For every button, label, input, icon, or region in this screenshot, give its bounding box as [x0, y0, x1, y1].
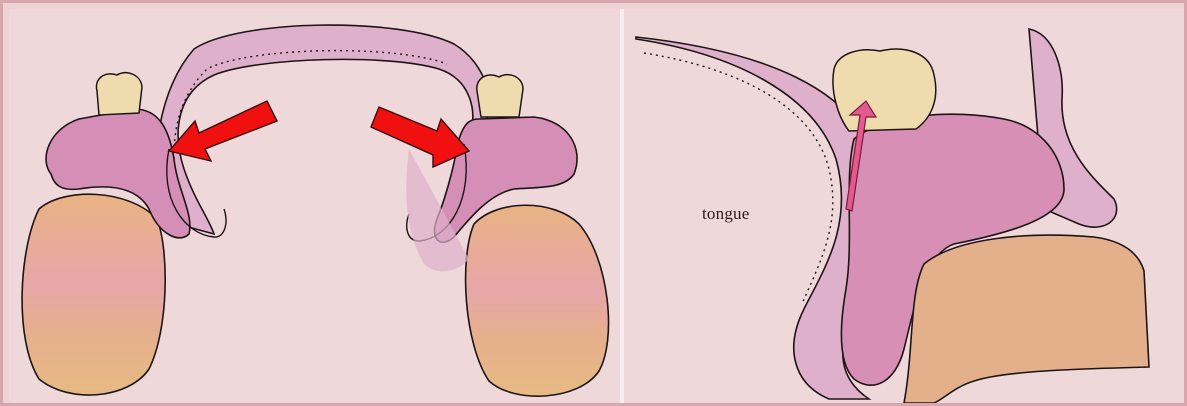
right-panel: tongue [624, 9, 1184, 403]
left-tooth [96, 73, 142, 115]
left-panel [9, 9, 620, 403]
left-bone [22, 194, 165, 395]
mandible-bone [904, 235, 1149, 403]
right-red-arrow [371, 107, 469, 167]
tooth [833, 49, 936, 131]
left-red-arrow [169, 101, 277, 161]
right-tooth [477, 75, 523, 117]
right-bone [466, 205, 609, 396]
cross-section-diagram [9, 9, 620, 403]
tongue-label: tongue [702, 204, 749, 224]
